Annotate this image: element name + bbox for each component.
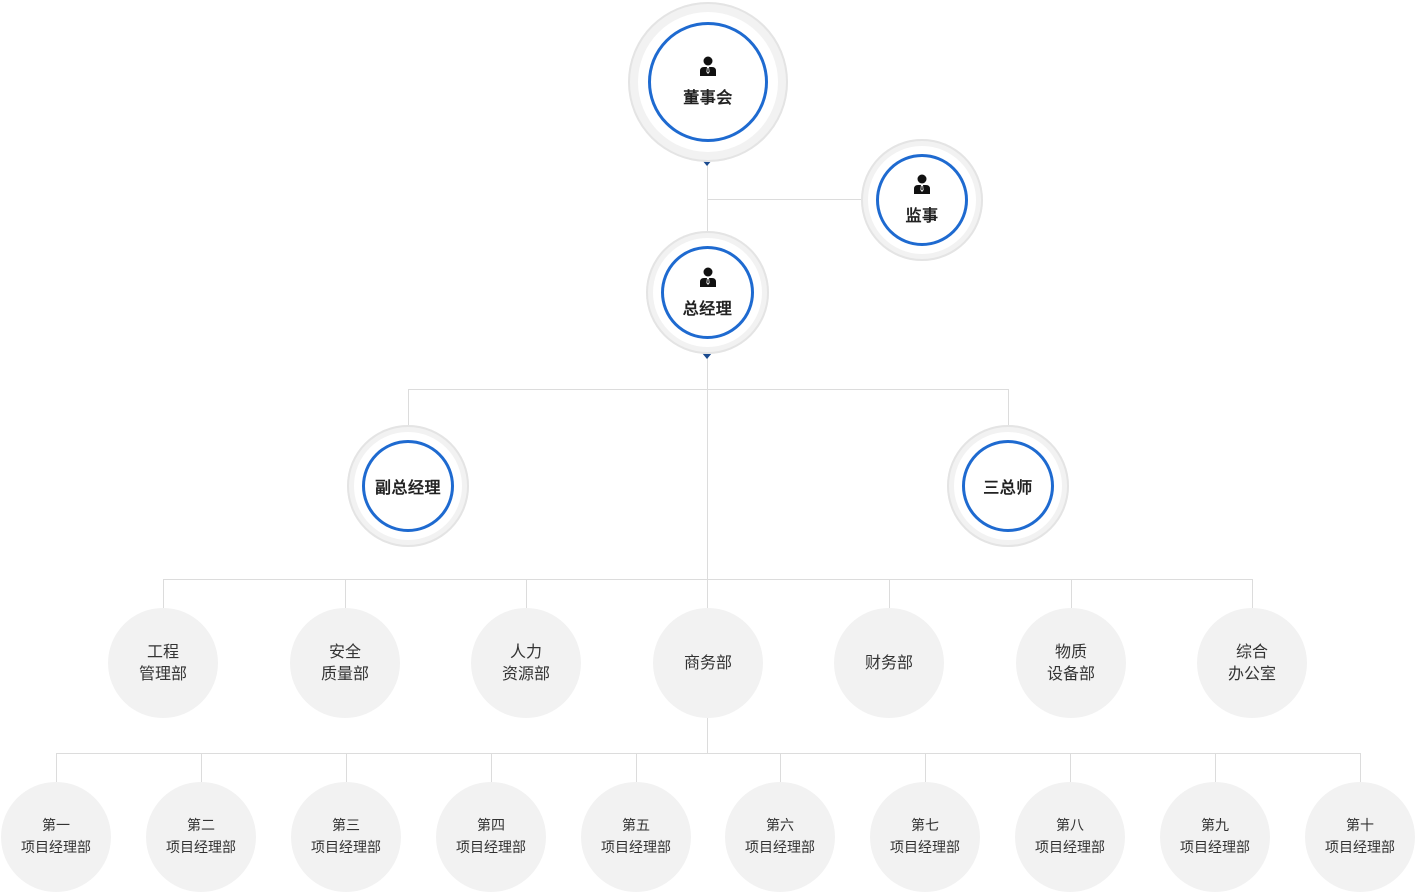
dept-engineering[interactable]: 工程 管理部 (108, 608, 218, 718)
supervisor-node[interactable]: 监事 (861, 139, 983, 261)
project-label-line1: 第五 (622, 818, 650, 834)
connector-line (1070, 753, 1071, 783)
connector-line (1215, 753, 1216, 783)
dept-label-line2: 管理部 (138, 664, 187, 683)
dept-label-line1: 综合 (1235, 642, 1268, 661)
connector-line (408, 389, 1009, 390)
chief-engineers-node[interactable]: 三总师 (947, 425, 1069, 547)
project-label-line1: 第八 (1056, 818, 1084, 834)
connector-line (707, 579, 708, 609)
chief-engineers-label: 三总师 (983, 478, 1033, 497)
dept-label-line1: 财务部 (864, 653, 913, 672)
general-manager-node[interactable]: 总经理 (646, 231, 769, 354)
connector-line (56, 753, 57, 783)
project-label-line2: 项目经理部 (21, 840, 91, 856)
project-label-line1: 第六 (766, 818, 794, 834)
dept-label-line1: 商务部 (683, 653, 732, 672)
board-node[interactable]: 董事会 (628, 2, 788, 162)
dept-label-line1: 人力 (509, 642, 542, 661)
project-label-line1: 第九 (1201, 818, 1229, 834)
project-label-line1: 第十 (1346, 818, 1374, 834)
project-dept-4[interactable]: 第四 项目经理部 (436, 782, 546, 892)
connector-line (889, 579, 890, 609)
project-dept-8[interactable]: 第八 项目经理部 (1015, 782, 1125, 892)
connector-line (707, 718, 708, 753)
dept-human-resources[interactable]: 人力 资源部 (471, 608, 581, 718)
dept-label-line1: 工程 (146, 642, 179, 661)
connector-line (526, 579, 527, 609)
connector-line (163, 579, 164, 609)
project-dept-1[interactable]: 第一 项目经理部 (1, 782, 111, 892)
deputy-gm-label: 副总经理 (374, 478, 441, 497)
connector-line (780, 753, 781, 783)
dept-safety-quality[interactable]: 安全 质量部 (290, 608, 400, 718)
connector-line (345, 579, 346, 609)
dept-materials-equipment[interactable]: 物质 设备部 (1016, 608, 1126, 718)
board-label: 董事会 (683, 88, 733, 107)
connector-line (1252, 579, 1253, 609)
person-icon (700, 56, 716, 76)
dept-commerce[interactable]: 商务部 (653, 608, 763, 718)
project-label-line2: 项目经理部 (166, 840, 236, 856)
project-dept-6[interactable]: 第六 项目经理部 (725, 782, 835, 892)
connector-line (707, 160, 708, 235)
connector-line (707, 199, 863, 200)
dept-label-line1: 物质 (1054, 642, 1087, 661)
connector-line (346, 753, 347, 783)
deputy-gm-node[interactable]: 副总经理 (347, 425, 469, 547)
connector-line (163, 579, 1253, 580)
dept-general-office[interactable]: 综合 办公室 (1197, 608, 1307, 718)
project-label-line1: 第二 (187, 818, 215, 834)
dept-finance[interactable]: 财务部 (834, 608, 944, 718)
project-dept-9[interactable]: 第九 项目经理部 (1160, 782, 1270, 892)
project-label-line2: 项目经理部 (1180, 840, 1250, 856)
project-label-line2: 项目经理部 (456, 840, 526, 856)
dept-label-line2: 设备部 (1046, 664, 1095, 683)
connector-line (1071, 579, 1072, 609)
connector-line (1008, 389, 1009, 425)
project-label-line1: 第一 (42, 818, 70, 834)
connector-line (707, 355, 708, 579)
connector-line (925, 753, 926, 783)
person-icon (699, 267, 716, 287)
arrow-down-icon (702, 353, 712, 359)
connector-line (201, 753, 202, 783)
connector-line (636, 753, 637, 783)
project-label-line1: 第七 (911, 818, 939, 834)
connector-line (56, 753, 1361, 754)
project-dept-5[interactable]: 第五 项目经理部 (581, 782, 691, 892)
project-label-line2: 项目经理部 (311, 840, 381, 856)
project-dept-10[interactable]: 第十 项目经理部 (1305, 782, 1415, 892)
project-dept-2[interactable]: 第二 项目经理部 (146, 782, 256, 892)
connector-line (1360, 753, 1361, 783)
project-dept-7[interactable]: 第七 项目经理部 (870, 782, 980, 892)
project-dept-3[interactable]: 第三 项目经理部 (291, 782, 401, 892)
general-manager-label: 总经理 (682, 298, 733, 318)
project-label-line2: 项目经理部 (601, 840, 671, 856)
dept-label-line2: 资源部 (501, 664, 550, 683)
project-label-line2: 项目经理部 (1035, 840, 1105, 856)
arrow-down-icon (702, 160, 712, 166)
dept-label-line1: 安全 (328, 642, 361, 661)
connector-line (491, 753, 492, 783)
project-label-line2: 项目经理部 (1325, 840, 1395, 856)
supervisor-label: 监事 (905, 206, 939, 225)
project-label-line2: 项目经理部 (745, 840, 815, 856)
person-icon (914, 174, 930, 194)
project-label-line1: 第三 (332, 818, 360, 834)
dept-label-line2: 质量部 (320, 664, 369, 683)
project-label-line2: 项目经理部 (890, 840, 960, 856)
connector-line (408, 389, 409, 425)
dept-label-line2: 办公室 (1227, 664, 1276, 683)
project-label-line1: 第四 (477, 818, 505, 834)
